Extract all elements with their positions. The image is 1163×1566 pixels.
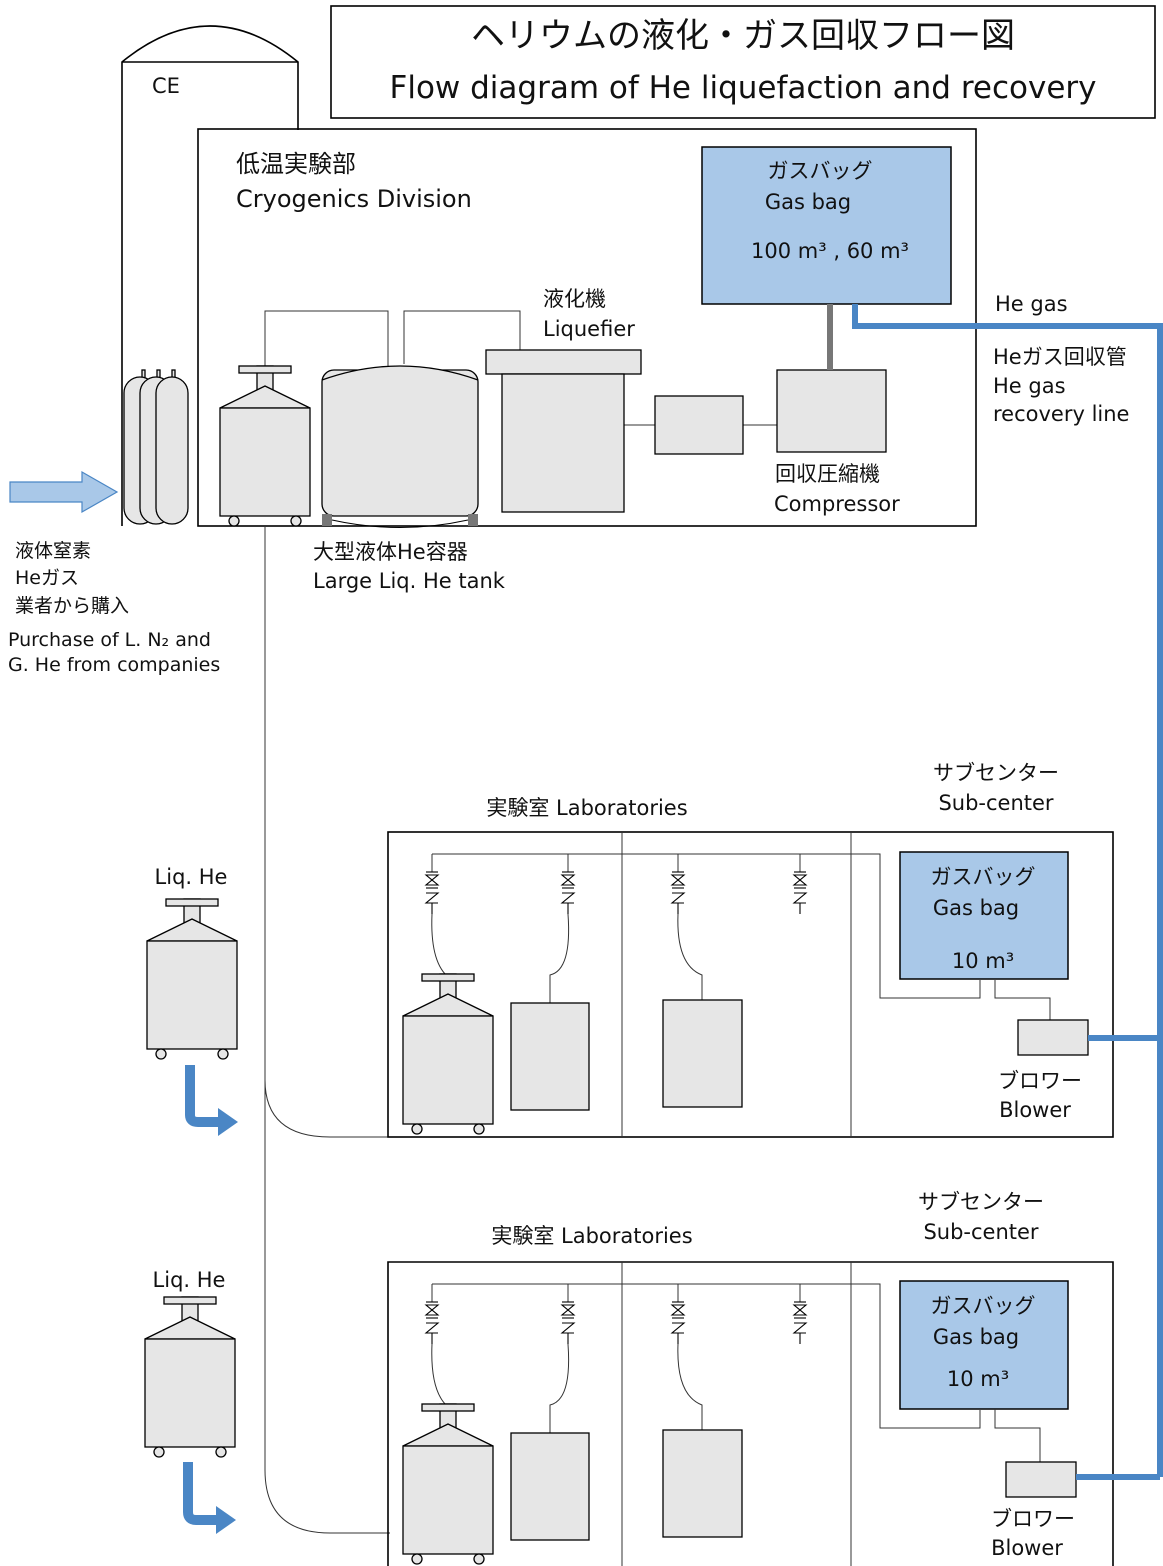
lab2-gas-bag-jp: ガスバッグ: [931, 1294, 1036, 1318]
lab1-gas-bag-en: Gas bag: [933, 896, 1019, 920]
lab1-subcenter-en: Sub-center: [938, 791, 1053, 815]
lab-block-2: 実験室 Laboratories サブセンター Sub-center ガスバッグ…: [144, 1190, 1160, 1566]
cryo-division-jp: 低温実験部: [236, 150, 356, 178]
trunk-line: [264, 526, 390, 1534]
ce-label: CE: [152, 74, 180, 98]
liquefier-en: Liquefier: [543, 317, 635, 341]
he-gas-label: He gas: [995, 292, 1068, 316]
lab1-blower-en: Blower: [999, 1098, 1071, 1122]
svg-text:Heガス: Heガス: [15, 567, 79, 589]
lab2-gas-bag-capacity: 10 m³: [947, 1367, 1009, 1391]
compressor: [776, 369, 887, 453]
he-recovery-pipe: [852, 304, 1163, 1477]
liquefier-jp: 液化機: [543, 287, 606, 311]
main-gas-bag-en: Gas bag: [765, 190, 851, 214]
lab1-subcenter-jp: サブセンター: [933, 761, 1059, 785]
lab2-blower-en: Blower: [991, 1536, 1063, 1560]
dewar-cryo: [219, 365, 311, 527]
title-jp: ヘリウムの液化・ガス回収フロー図: [471, 16, 1015, 56]
lab1-gas-bag-jp: ガスバッグ: [931, 865, 1036, 889]
svg-text:業者から購入: 業者から購入: [15, 595, 129, 617]
lab1-blower-jp: ブロワー: [998, 1069, 1082, 1093]
title-en: Flow diagram of He liquefaction and reco…: [390, 70, 1097, 106]
liquefier: [485, 349, 642, 513]
cryogenics-division: 低温実験部 Cryogenics Division: [197, 128, 977, 527]
lab2-liq-he: Liq. He: [153, 1268, 226, 1292]
cryo-division-en: Cryogenics Division: [236, 185, 472, 213]
lab2-laboratories: 実験室 Laboratories: [491, 1224, 692, 1248]
title-box: ヘリウムの液化・ガス回収フロー図 Flow diagram of He liqu…: [330, 5, 1156, 119]
main-gas-bag: [701, 146, 952, 305]
large-he-tank: [321, 365, 479, 528]
lab2-blower-jp: ブロワー: [991, 1507, 1075, 1531]
main-gas-bag-capacity: 100 m³ , 60 m³: [751, 239, 909, 263]
lab2-subcenter-jp: サブセンター: [918, 1190, 1044, 1214]
purchase-label: 液体窒素 Heガス 業者から購入 Purchase of L. N₂ and G…: [8, 540, 220, 676]
lab1-gas-bag-capacity: 10 m³: [952, 949, 1014, 973]
compressor-jp: 回収圧縮機: [775, 462, 880, 486]
lab2-gas-bag-en: Gas bag: [933, 1325, 1019, 1349]
recovery-line-jp: Heガス回収管: [993, 345, 1127, 369]
lab2-subcenter-en: Sub-center: [923, 1220, 1038, 1244]
svg-text:G. He from companies: G. He from companies: [8, 654, 220, 676]
main-gas-bag-jp: ガスバッグ: [768, 159, 873, 183]
lab1-laboratories: 実験室 Laboratories: [486, 796, 687, 820]
internal-lines: [264, 310, 777, 426]
supply-arrow: [9, 470, 119, 514]
recovery-line-en1: He gas: [993, 374, 1066, 398]
large-tank-jp: 大型液体He容器: [313, 540, 468, 564]
intermediate-unit: [654, 395, 744, 455]
svg-text:液体窒素: 液体窒素: [15, 540, 91, 562]
compressor-en: Compressor: [774, 492, 900, 516]
recovery-line-en2: recovery line: [993, 402, 1129, 426]
large-tank-en: Large Liq. He tank: [313, 569, 506, 593]
gas-cylinders: [123, 369, 189, 525]
lab1-liq-he: Liq. He: [155, 865, 228, 889]
lab-block-1: 実験室 Laboratories サブセンター Sub-center ガスバッグ…: [146, 761, 1160, 1138]
ce-building: CE: [121, 25, 299, 526]
svg-text:Purchase of L. N₂ and: Purchase of L. N₂ and: [8, 629, 211, 651]
